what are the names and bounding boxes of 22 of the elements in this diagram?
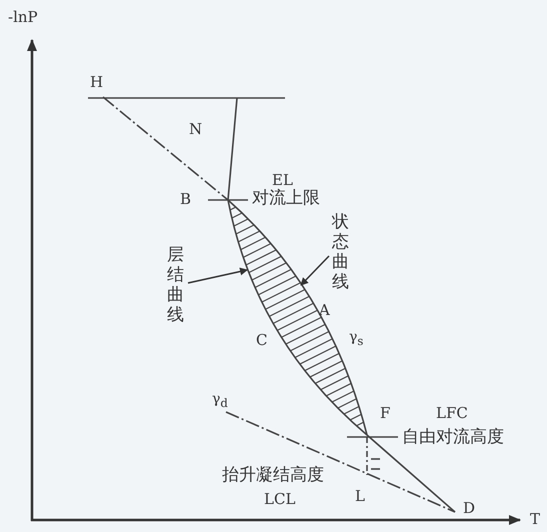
symbol-label: γ$_{d}$ bbox=[212, 392, 228, 410]
axis-label: T bbox=[530, 512, 540, 527]
point-label: H bbox=[90, 75, 104, 90]
symbol-label: γ$_{s}$ bbox=[349, 330, 364, 348]
curve-label: 层结曲线 bbox=[167, 245, 185, 325]
level-label: 对流上限 bbox=[252, 190, 320, 207]
leader-line bbox=[300, 255, 330, 286]
level-label: LCL bbox=[264, 492, 296, 507]
point-label: A bbox=[319, 303, 330, 318]
level-label: EL bbox=[272, 173, 293, 188]
level-label: 抬升凝结高度 bbox=[222, 467, 324, 484]
point-label: B bbox=[180, 192, 192, 207]
point-label: F bbox=[380, 406, 390, 421]
level-label: 自由对流高度 bbox=[402, 429, 504, 446]
point-label: L bbox=[355, 489, 365, 504]
point-label: N bbox=[189, 122, 202, 137]
level-label: LFC bbox=[436, 406, 468, 421]
leader-line bbox=[188, 268, 248, 284]
axis-label: -lnP bbox=[8, 10, 38, 25]
point-label: D bbox=[463, 501, 476, 516]
point-label: C bbox=[256, 333, 268, 348]
curve-label: 状态曲线 bbox=[332, 212, 350, 292]
